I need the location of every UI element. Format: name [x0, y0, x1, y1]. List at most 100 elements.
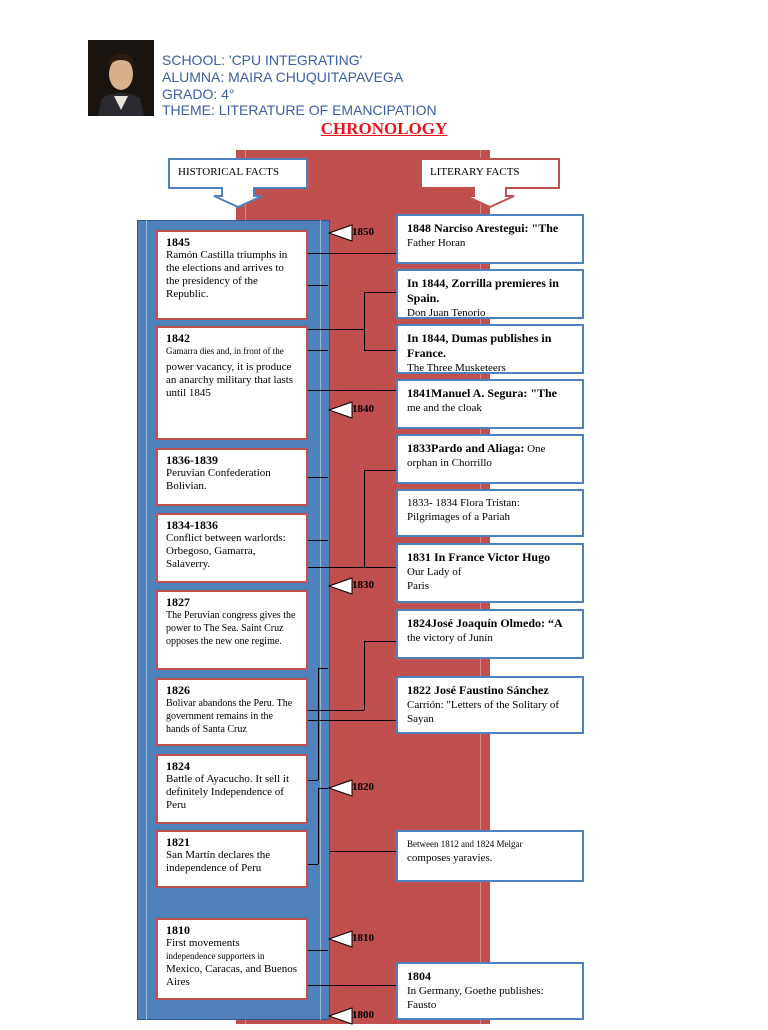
fact-text: Ramón Castilla triumphs in the elections…	[166, 249, 288, 300]
literary-fact-zorrilla: In 1844, Zorrilla premieres in Spain. Do…	[396, 269, 584, 319]
marker-label: 1810	[352, 932, 374, 944]
literary-fact-1822: 1822 José Faustino Sánchez Carrión: "Let…	[396, 676, 584, 734]
fact-year: 1845	[166, 235, 190, 249]
historical-fact-1834-1836: 1834-1836 Conflict between warlords: Orb…	[156, 513, 308, 583]
decade-marker-1850: 1850	[327, 224, 378, 242]
marker-arrow-icon	[327, 930, 353, 948]
connector-line	[364, 470, 396, 471]
fact-text: composes yaravies.	[407, 852, 493, 864]
fact-title: In 1844, Dumas publishes in France.	[407, 331, 552, 360]
historical-callout-shape	[168, 158, 308, 208]
connector-line	[306, 710, 364, 711]
fact-year: 1810	[166, 923, 190, 937]
literary-fact-1824: 1824José Joaquín Olmedo: “A the victory …	[396, 609, 584, 659]
connector-line	[364, 292, 365, 350]
fact-text: Carrión: "Letters of the Solitary of Say…	[407, 699, 560, 725]
connector-line	[364, 470, 365, 567]
portrait-figure	[88, 40, 154, 116]
literary-fact-1848: 1848 Narciso Arestegui: "The Father Hora…	[396, 214, 584, 264]
fact-text: Don Juan Tenorio	[407, 307, 486, 319]
connector-line	[306, 985, 396, 986]
fact-text: San Martín declares the independence of …	[166, 849, 271, 874]
connector-line	[306, 285, 328, 286]
connector-line	[318, 788, 328, 789]
student-line: ALUMNA: MAIRA CHUQUITAPAVEGA	[162, 69, 404, 85]
fact-title: 1804	[407, 969, 431, 983]
literary-fact-1804: 1804 In Germany, Goethe publishes: Faust…	[396, 962, 584, 1020]
connector-line	[364, 350, 396, 351]
historical-facts-label: HISTORICAL FACTS	[178, 166, 279, 178]
fact-text: 1833- 1834 Flora Tristan: Pilgrimages of…	[407, 497, 520, 523]
school-line: SCHOOL: 'CPU INTEGRATING'	[162, 52, 363, 68]
marker-arrow-icon	[327, 1007, 353, 1025]
fact-text-small: Between 1812 and 1824 Melgar	[407, 839, 523, 849]
fact-title-rest: One	[524, 443, 546, 455]
fact-text: Father Horan	[407, 237, 466, 249]
connector-line	[318, 788, 319, 864]
literary-fact-1833: 1833Pardo and Aliaga: One orphan in Chor…	[396, 434, 584, 484]
connector-line	[306, 540, 328, 541]
literary-callout-shape	[420, 158, 560, 208]
theme-line: THEME: LITERATURE OF EMANCIPATION	[162, 102, 437, 118]
grade-line: GRADO: 4°	[162, 86, 235, 102]
fact-text: me and the cloak	[407, 402, 482, 414]
fact-text: The Peruvian congress gives the power to…	[166, 610, 296, 647]
fact-title: 1822 José Faustino Sánchez	[407, 683, 549, 697]
fact-year: 1842	[166, 331, 190, 345]
fact-year: 1826	[166, 683, 190, 697]
literary-facts-label: LITERARY FACTS	[430, 166, 520, 178]
connector-line	[306, 780, 318, 781]
fact-text-small: independence supporters in	[166, 951, 265, 961]
connector-line	[306, 567, 396, 568]
historical-facts-callout: HISTORICAL FACTS	[168, 158, 308, 208]
fact-year: 1836-1839	[166, 453, 218, 467]
connector-line	[306, 253, 396, 254]
connector-line	[364, 641, 365, 710]
historical-fact-1842: 1842 Gamarra dies and, in front of the p…	[156, 326, 308, 440]
fact-text: Conflict between warlords: Orbegoso, Gam…	[166, 532, 286, 570]
fact-text: orphan in Chorrillo	[407, 457, 492, 469]
fact-text: In Germany, Goethe publishes: Fausto	[407, 985, 544, 1011]
fact-text: power vacancy, it is produce an anarchy …	[166, 361, 294, 399]
fact-text: Peruvian Confederation Bolivian.	[166, 467, 271, 492]
marker-label: 1850	[352, 226, 374, 238]
connector-line	[330, 851, 396, 852]
historical-fact-1845: 1845 Ramón Castilla triumphs in the elec…	[156, 230, 308, 320]
fact-year: 1827	[166, 595, 190, 609]
connector-line	[318, 668, 328, 669]
marker-label: 1800	[352, 1009, 374, 1021]
connector-line	[306, 864, 318, 865]
portrait-image	[88, 40, 154, 116]
fact-text: First movements	[166, 937, 240, 949]
connector-line	[306, 390, 396, 391]
decade-marker-1830: 1830	[327, 577, 378, 595]
historical-fact-1836-1839: 1836-1839 Peruvian Confederation Bolivia…	[156, 448, 308, 506]
fact-title: 1833Pardo and Aliaga:	[407, 441, 525, 455]
historical-fact-1810: 1810 First movements independence suppor…	[156, 918, 308, 1000]
literary-facts-callout: LITERARY FACTS	[420, 158, 560, 208]
fact-year: 1824	[166, 759, 190, 773]
literary-fact-1841: 1841Manuel A. Segura: "The me and the cl…	[396, 379, 584, 429]
connector-line	[364, 641, 396, 642]
fact-year: 1821	[166, 835, 190, 849]
fact-text-small: Gamarra dies and, in front of the	[166, 346, 284, 356]
connector-line	[306, 350, 328, 351]
marker-arrow-icon	[327, 401, 353, 419]
marker-arrow-icon	[327, 577, 353, 595]
fact-text: The Three Musketeers	[407, 362, 506, 374]
decade-marker-1840: 1840	[327, 401, 378, 419]
marker-label: 1840	[352, 403, 374, 415]
decade-marker-1810: 1810	[327, 930, 378, 948]
historical-fact-1827: 1827 The Peruvian congress gives the pow…	[156, 590, 308, 670]
fact-title: 1831 In France Victor Hugo	[407, 550, 551, 564]
marker-arrow-icon	[327, 224, 353, 242]
literary-fact-1831: 1831 In France Victor Hugo Our Lady of P…	[396, 543, 584, 603]
marker-label: 1820	[352, 781, 374, 793]
connector-line	[306, 329, 364, 330]
historical-fact-1826: 1826 Bolivar abandons the Peru. The gove…	[156, 678, 308, 746]
fact-title: In 1844, Zorrilla premieres in Spain.	[407, 276, 559, 305]
marker-arrow-icon	[327, 779, 353, 797]
fact-year: 1834-1836	[166, 518, 218, 532]
literary-fact-dumas: In 1844, Dumas publishes in France. The …	[396, 324, 584, 374]
connector-line	[364, 292, 396, 293]
